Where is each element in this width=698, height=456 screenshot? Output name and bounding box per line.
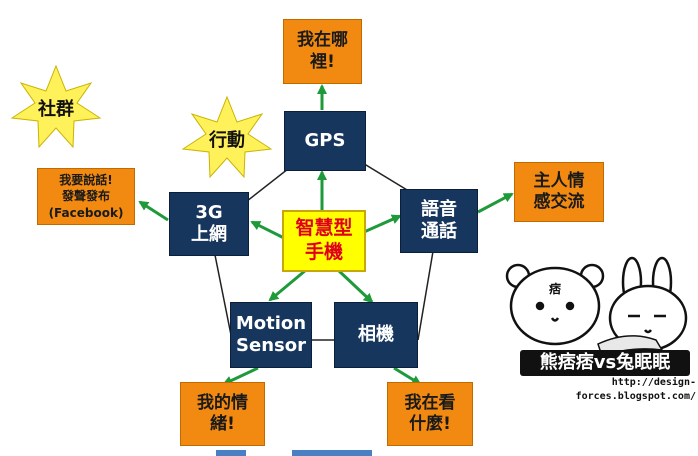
footer-decoration [216, 450, 246, 456]
watermark-band [520, 350, 690, 376]
footer-decoration-2 [292, 450, 372, 456]
watermark-title: 熊痞痞vs兔眠眠 [539, 352, 671, 373]
node-voice-call: 語音 通話 [400, 189, 478, 253]
star-social-icon [10, 64, 102, 149]
rabbit-mascot-icon [608, 256, 688, 352]
watermark-url[interactable]: http://design-forces.blogspot.com/ [492, 376, 696, 402]
outer-arrows [138, 84, 514, 386]
node-camera: 相機 [334, 302, 418, 368]
center-arrows [250, 170, 402, 304]
node-motion-sensor: Motion Sensor [230, 302, 312, 368]
star-mobile-icon [181, 95, 273, 179]
outcome-what-i-see: 我在看 什麼! [387, 382, 473, 446]
outcome-social-post: 我要說話! 發聲發布 (Facebook) [37, 168, 135, 225]
bear-badge-text: 痞 [548, 282, 561, 296]
outcome-my-mood: 我的情 緒! [180, 382, 265, 446]
node-3g-internet: 3G 上網 [169, 192, 249, 256]
star-social-label: 社群 [38, 99, 74, 120]
center-smartphone: 智慧型 手機 [282, 210, 366, 272]
star-mobile-label: 行動 [209, 130, 245, 151]
outcome-location: 我在哪 裡! [283, 19, 362, 84]
node-gps: GPS [284, 111, 366, 171]
bear-mascot-icon [505, 263, 605, 346]
outcome-emotion-exchange: 主人情 感交流 [514, 162, 604, 222]
